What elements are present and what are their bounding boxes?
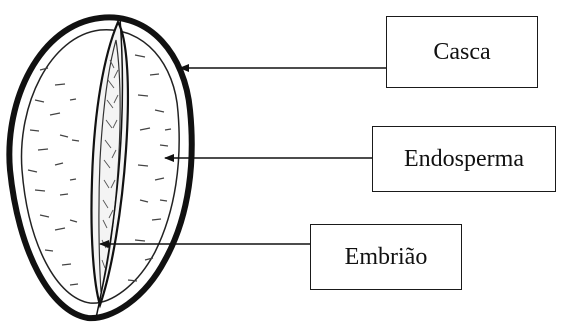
endosperm-texture: [27, 54, 172, 286]
casca-label: Casca: [386, 16, 538, 88]
seed-split-line: [95, 17, 124, 319]
embriao-label: Embrião: [310, 224, 462, 290]
endosperma-label: Endosperma: [372, 126, 556, 192]
seed-inner-outline: [20, 29, 180, 304]
embryo: [90, 19, 130, 309]
